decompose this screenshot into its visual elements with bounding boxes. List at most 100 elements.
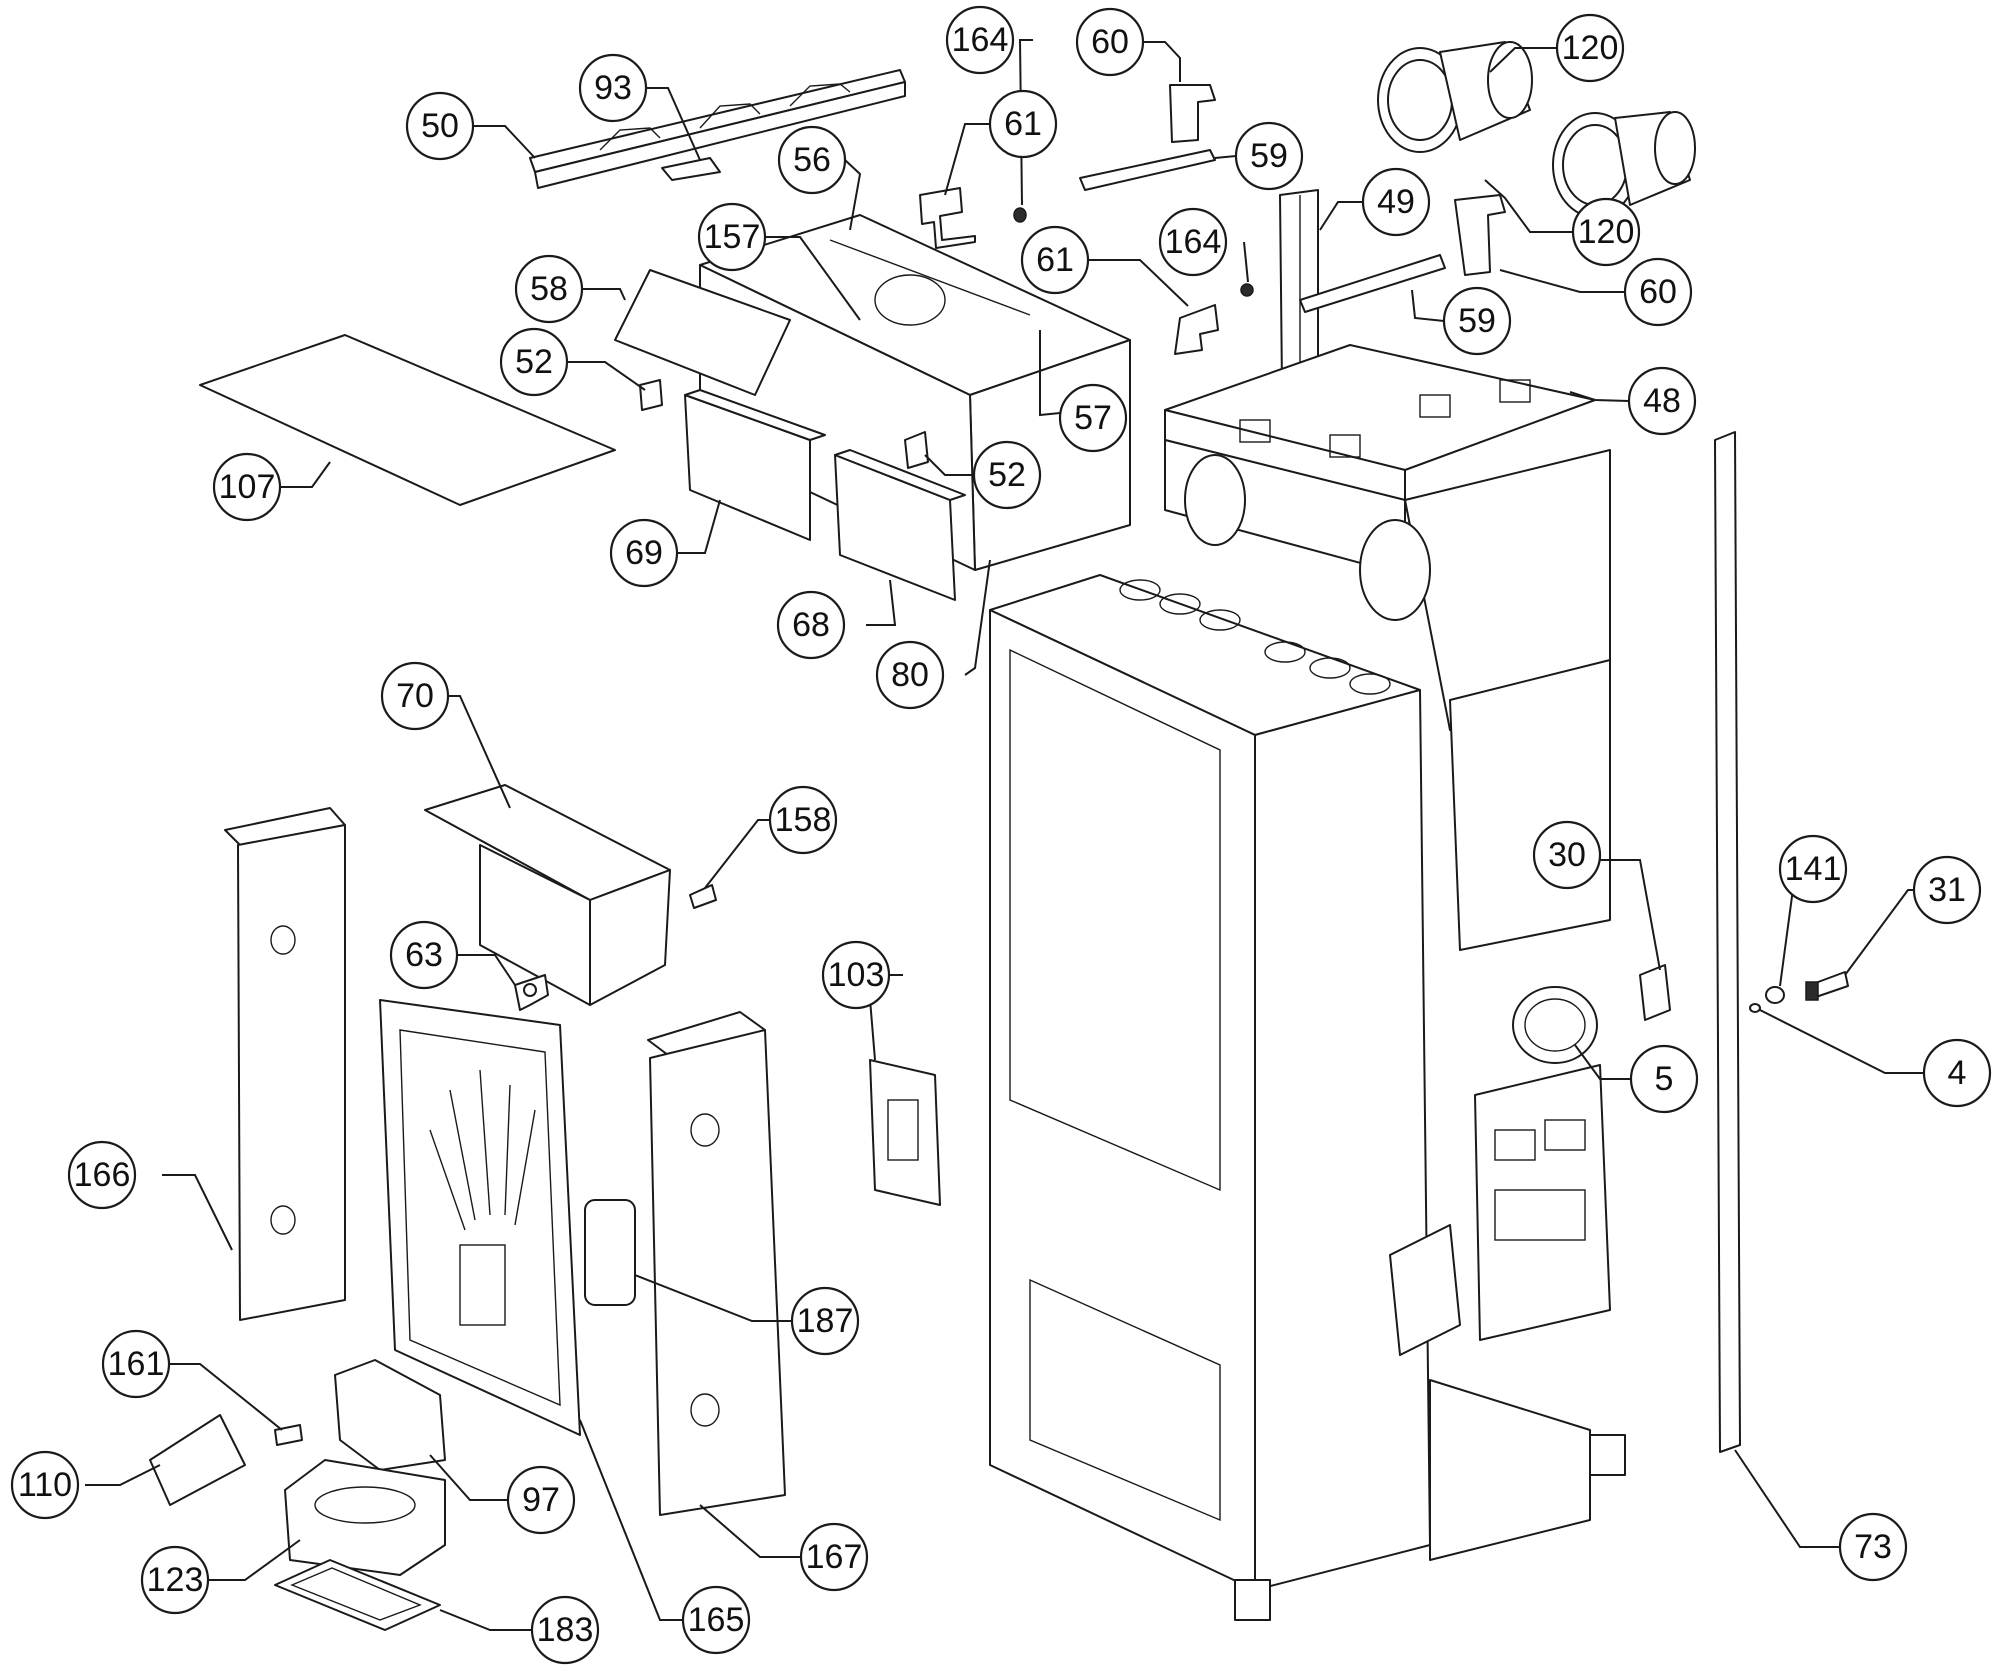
callout-label: 120 [1578, 213, 1635, 251]
part-59-rod-top [1079, 149, 1216, 191]
callout-label: 4 [1948, 1054, 1967, 1092]
callout-label: 48 [1643, 382, 1681, 420]
callout-bubble: 80 [875, 640, 945, 710]
part-61-bracket-top [919, 187, 976, 249]
part-110-guard [149, 1414, 246, 1506]
part-120-flue-collar-top [1377, 41, 1533, 153]
callout-label: 63 [405, 936, 443, 974]
callout-label: 107 [219, 468, 276, 506]
part-103-plate [869, 1059, 941, 1206]
callout-bubble: 68 [776, 590, 846, 660]
part-166-left-side-panel [224, 807, 346, 1321]
callout-bubble: 60 [1623, 257, 1693, 327]
callout-label: 59 [1250, 137, 1288, 175]
part-93-clip [661, 157, 721, 181]
callout-bubble: 187 [790, 1286, 860, 1356]
callout-bubble: 165 [681, 1585, 751, 1655]
callout-label: 164 [1165, 223, 1222, 261]
callout-bubble: 50 [405, 91, 475, 161]
callout-bubble: 56 [777, 125, 847, 195]
part-69-left-duct [684, 389, 826, 541]
callout-label: 68 [792, 606, 830, 644]
callout-label: 31 [1928, 871, 1966, 909]
leader-lines [85, 39, 1947, 1631]
callout-label: 158 [775, 801, 832, 839]
callout-bubble: 48 [1627, 366, 1697, 436]
callout-label: 157 [704, 218, 761, 256]
callout-bubble: 59 [1442, 286, 1512, 356]
callout-label: 164 [952, 21, 1009, 59]
callout-bubble: 120 [1571, 197, 1641, 267]
callout-label: 141 [1785, 850, 1842, 888]
callout-bubble: 110 [10, 1450, 80, 1520]
callout-label: 123 [147, 1561, 204, 1599]
part-164-screw-mid [1240, 283, 1254, 297]
part-61-bracket-mid [1174, 304, 1219, 355]
callout-bubble: 166 [67, 1140, 137, 1210]
callout-label: 52 [988, 456, 1026, 494]
callout-bubble: 70 [380, 661, 450, 731]
callout-label: 58 [530, 270, 568, 308]
part-50-top-bracket [529, 69, 906, 189]
part-97-block [334, 1359, 446, 1471]
part-123-burn-pot [284, 1459, 446, 1576]
part-5-fan [1512, 986, 1598, 1064]
callout-label: 183 [537, 1611, 594, 1649]
part-120-flue-collar-bottom [1552, 111, 1696, 218]
part-183-grate [274, 1559, 441, 1631]
callout-label: 50 [421, 107, 459, 145]
callout-label: 60 [1091, 23, 1129, 61]
callout-bubble: 167 [799, 1522, 869, 1592]
callout-bubble: 103 [821, 940, 891, 1010]
callout-label: 30 [1548, 836, 1586, 874]
callout-label: 57 [1074, 399, 1112, 437]
callout-bubble: 52 [972, 440, 1042, 510]
callout-bubble: 61 [988, 89, 1058, 159]
callout-label: 73 [1854, 1528, 1892, 1566]
callout-bubble: 161 [101, 1329, 171, 1399]
part-52-clip-right [904, 431, 929, 469]
callout-label: 165 [688, 1601, 745, 1639]
part-167-right-side-panel [647, 1011, 786, 1516]
callout-bubbles: 164 60 120 50 93 61 56 59 49 120 157 164… [10, 5, 1992, 1665]
part-63-latch [514, 974, 549, 1011]
part-49-post [1279, 189, 1319, 386]
callout-label: 52 [515, 343, 553, 381]
callout-bubble: 49 [1361, 167, 1431, 237]
callout-bubble: 123 [140, 1545, 210, 1615]
callout-label: 166 [74, 1156, 131, 1194]
part-58-plate [614, 269, 791, 396]
part-165-door [379, 999, 581, 1436]
callout-bubble: 31 [1912, 855, 1982, 925]
callout-label: 80 [891, 656, 929, 694]
callout-label: 56 [793, 141, 831, 179]
callout-bubble: 93 [578, 53, 648, 123]
callout-label: 49 [1377, 183, 1415, 221]
part-60-bracket-top [1169, 84, 1216, 143]
part-107-top-plate [199, 334, 616, 506]
callout-bubble: 63 [389, 920, 459, 990]
callout-label: 161 [108, 1345, 165, 1383]
callout-bubble: 120 [1555, 13, 1625, 83]
callout-bubble: 164 [945, 5, 1015, 75]
part-73-vertical-rail [1714, 431, 1741, 1453]
part-60-bracket-lower [1454, 194, 1506, 276]
callout-bubble: 164 [1158, 207, 1228, 277]
callout-bubble: 57 [1058, 383, 1128, 453]
callout-label: 5 [1655, 1060, 1674, 1098]
callout-label: 167 [806, 1538, 863, 1576]
callout-bubble: 58 [514, 254, 584, 324]
callout-bubble: 4 [1922, 1038, 1992, 1108]
part-31-bolt [1805, 971, 1849, 1001]
callout-bubble: 158 [768, 785, 838, 855]
part-164-screw-top [1013, 207, 1027, 223]
part-187-handle [584, 1199, 636, 1306]
part-59-rod-mid [1299, 254, 1446, 313]
part-68-right-duct [834, 449, 966, 601]
callout-label: 103 [828, 956, 885, 994]
callout-label: 97 [522, 1481, 560, 1519]
callout-bubble: 97 [506, 1465, 576, 1535]
callout-label: 69 [625, 534, 663, 572]
part-30-sensor [1639, 964, 1671, 1021]
